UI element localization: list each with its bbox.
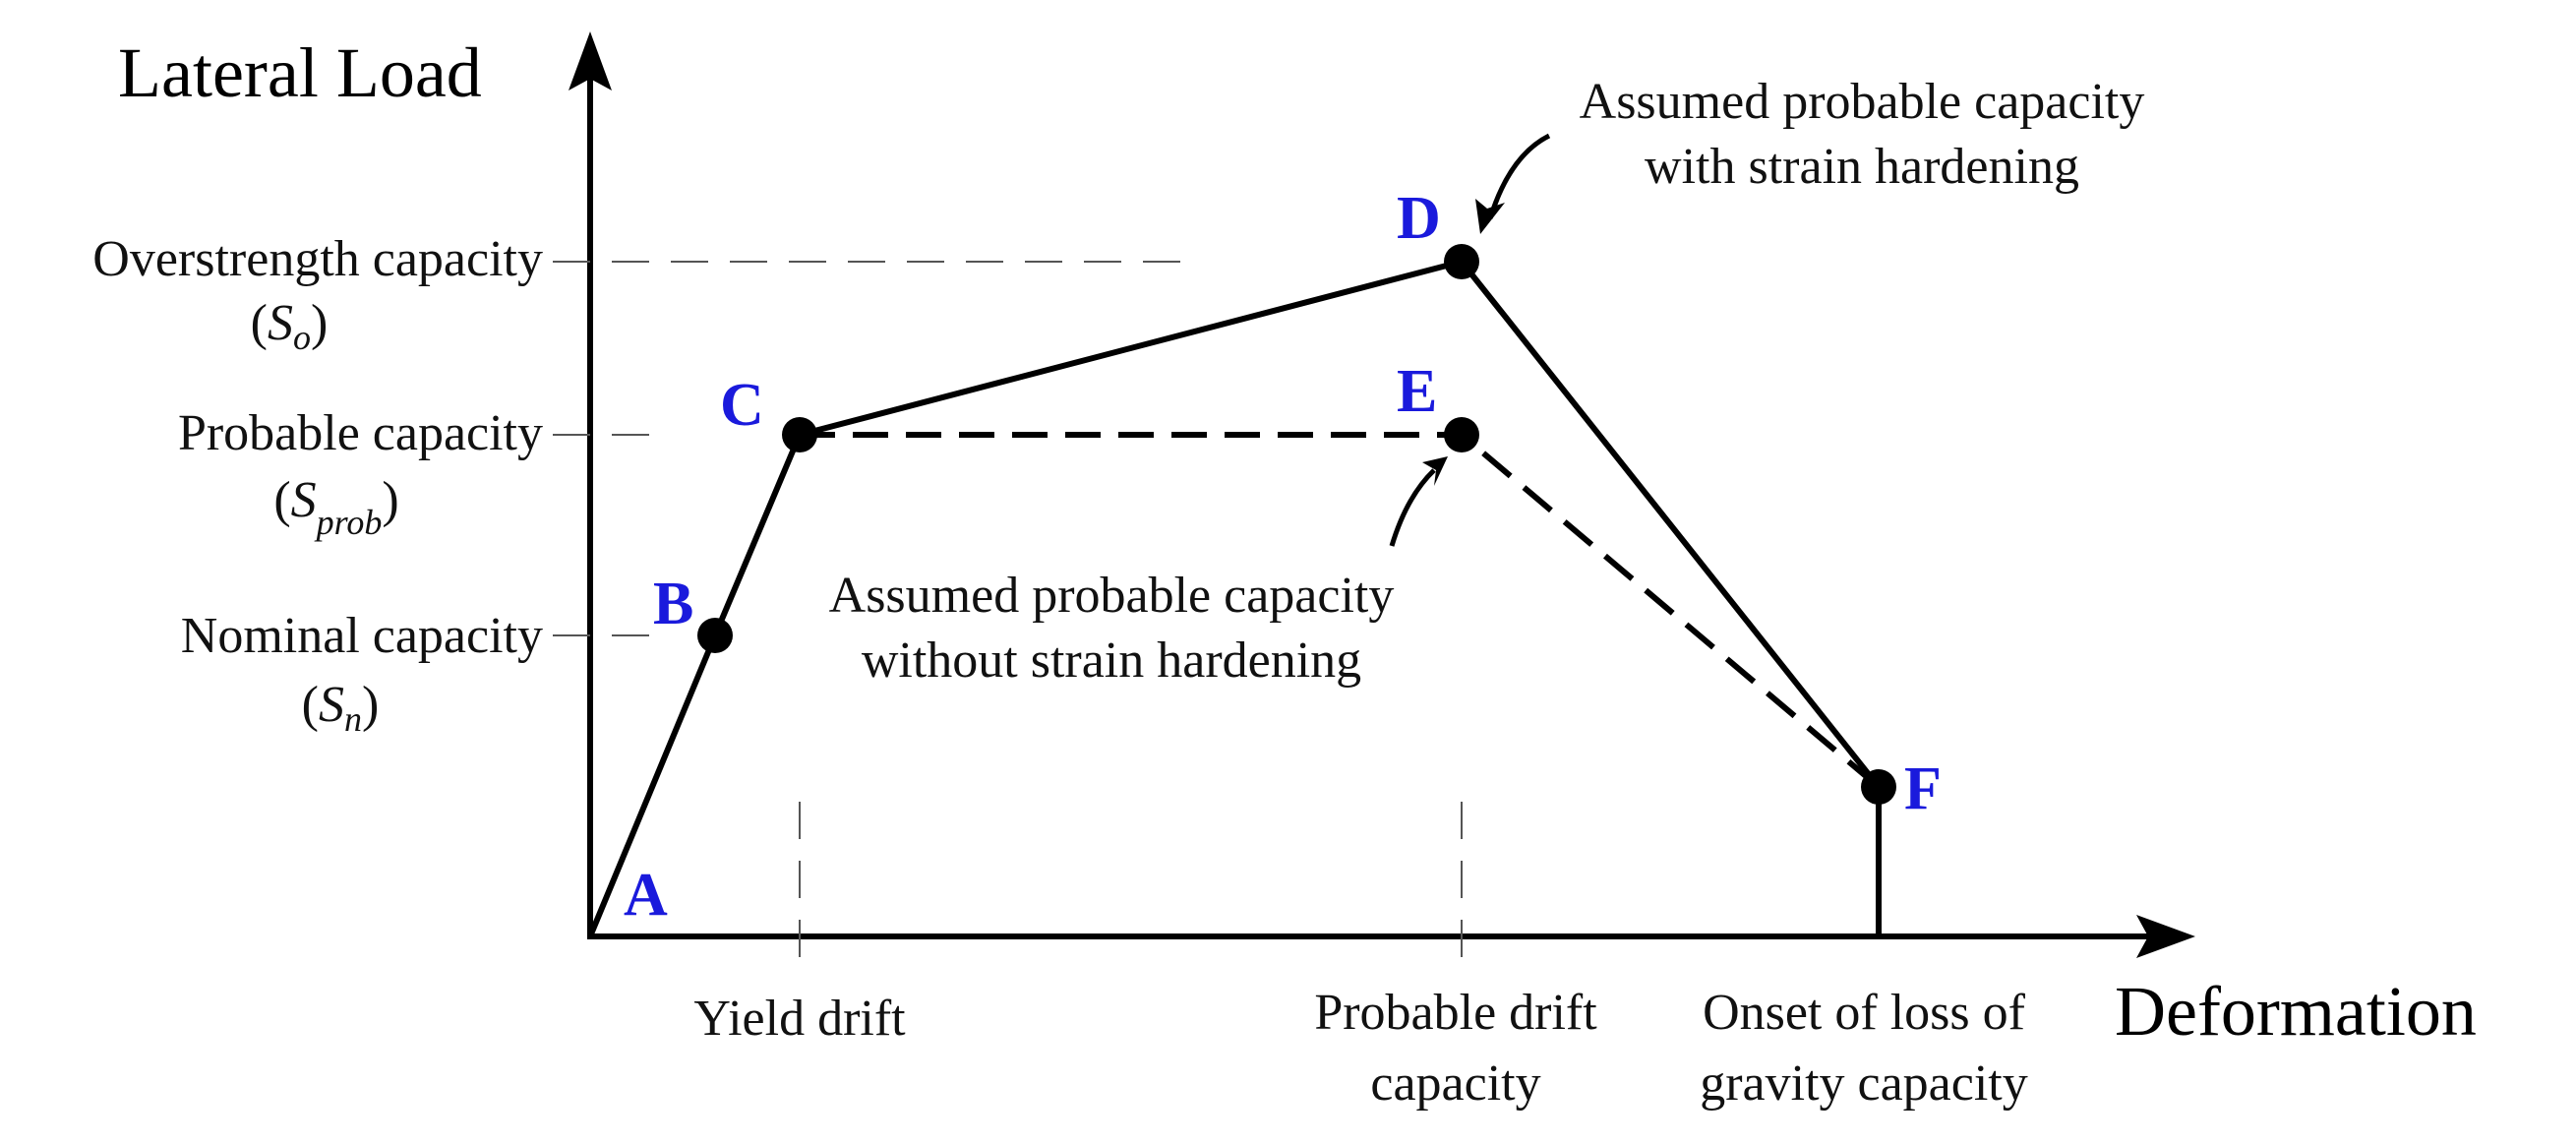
with-hardening-line2: with strain hardening [1645, 139, 2079, 195]
without-hardening-line1: Assumed probable capacity [829, 568, 1395, 624]
point-c-marker [782, 417, 817, 452]
without-hardening-arrow [1389, 468, 1436, 547]
overstrength-symbol-s: S [268, 295, 293, 351]
overstrength-label: Overstrength capacity [92, 231, 543, 287]
probable-drift-label-line1: Probable drift [1314, 985, 1597, 1041]
nominal-capacity-symbol: (Sn) [302, 677, 380, 739]
probable-capacity-label: Probable capacity [178, 405, 543, 461]
with-hardening-arrow [1487, 133, 1551, 219]
point-a-label: A [624, 862, 668, 929]
overstrength-symbol: (So) [251, 295, 329, 357]
y-axis-title: Lateral Load [118, 33, 482, 112]
with-hardening-line1: Assumed probable capacity [1580, 74, 2145, 130]
curve-with-hardening [587, 259, 1882, 938]
overstrength-symbol-sub: o [293, 318, 311, 357]
probable-drift-label-line2: capacity [1370, 1055, 1540, 1112]
point-d-marker [1444, 244, 1479, 279]
onset-label-line1: Onset of loss of [1703, 985, 2026, 1041]
without-hardening-line2: without strain hardening [862, 632, 1361, 689]
nominal-symbol-sub: n [344, 699, 362, 739]
horizontal-guides [553, 261, 1200, 636]
point-b-marker [697, 618, 733, 653]
point-e-label: E [1397, 358, 1437, 425]
probable-symbol-sub: prob [314, 503, 383, 542]
point-e-marker [1444, 417, 1479, 452]
y-axis-arrowhead [569, 31, 612, 90]
point-f-label: F [1904, 755, 1942, 822]
y-level-labels: Overstrength capacity (So) Probable capa… [92, 231, 543, 739]
with-hardening-arrowhead [1475, 199, 1505, 234]
point-letters: A B C D E F [624, 185, 1942, 929]
point-f-marker [1861, 769, 1896, 805]
x-level-labels: Yield drift Probable drift capacity Onse… [693, 985, 2027, 1112]
x-axis-title: Deformation [2115, 972, 2477, 1051]
point-b-label: B [653, 571, 693, 637]
probable-capacity-symbol: (Sprob) [273, 472, 398, 542]
point-d-label: D [1397, 185, 1441, 252]
nominal-symbol-s: S [319, 677, 344, 733]
onset-label-line2: gravity capacity [1700, 1055, 2028, 1112]
axes [569, 31, 2195, 958]
probable-symbol-s: S [291, 472, 317, 528]
yield-drift-label: Yield drift [693, 991, 906, 1047]
x-axis-arrowhead [2136, 915, 2195, 958]
annotations: Assumed probable capacity with strain ha… [829, 74, 2145, 689]
without-hardening-arrowhead [1422, 456, 1448, 486]
vertical-guides [799, 802, 1463, 974]
nominal-capacity-label: Nominal capacity [181, 608, 543, 664]
curve-points [697, 244, 1896, 805]
point-c-label: C [720, 372, 764, 439]
